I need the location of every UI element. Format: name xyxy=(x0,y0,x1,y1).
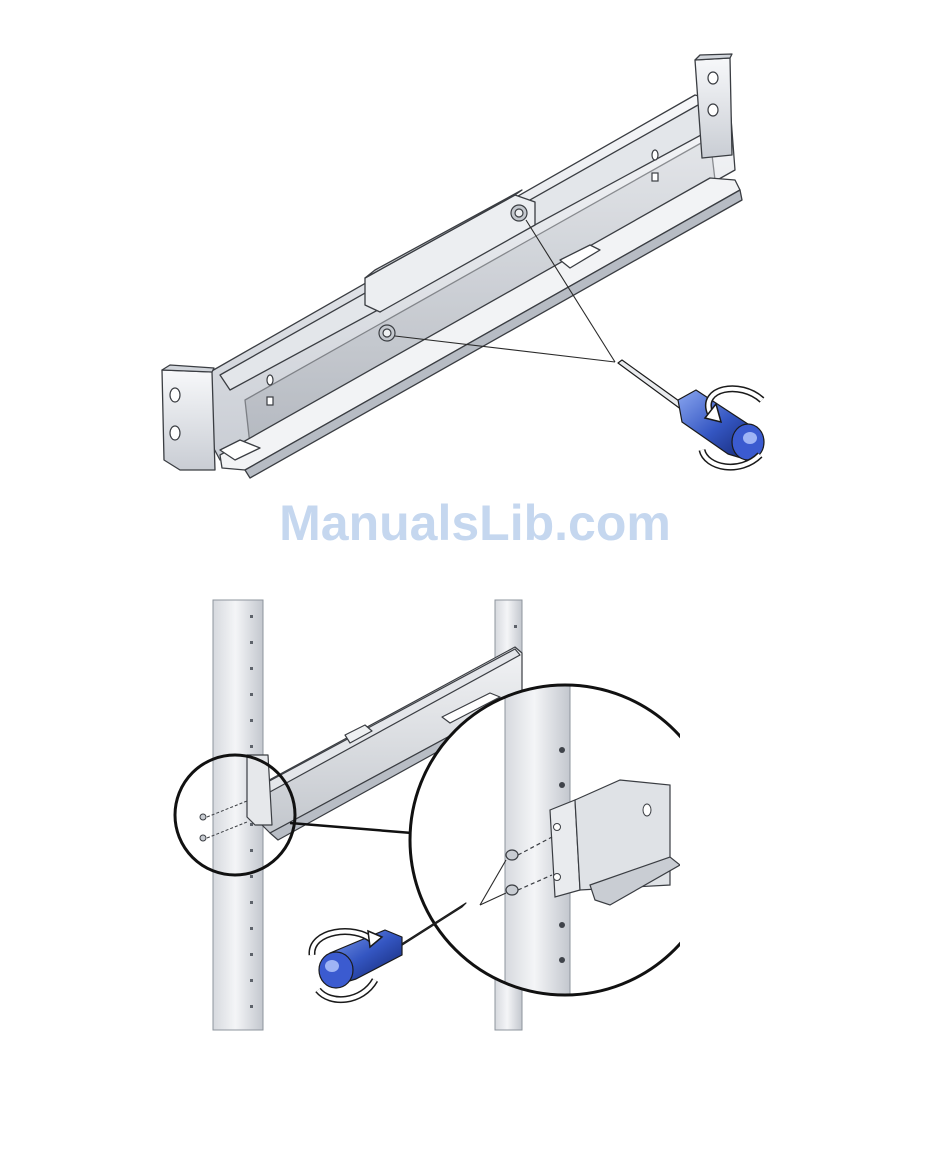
rail-mount-illustration xyxy=(150,585,680,1040)
watermark-text: ManualsLib.com xyxy=(0,493,950,553)
screwdriver-icon xyxy=(618,360,764,460)
rail-icon xyxy=(162,54,742,478)
rail-adjust-illustration xyxy=(150,50,780,480)
